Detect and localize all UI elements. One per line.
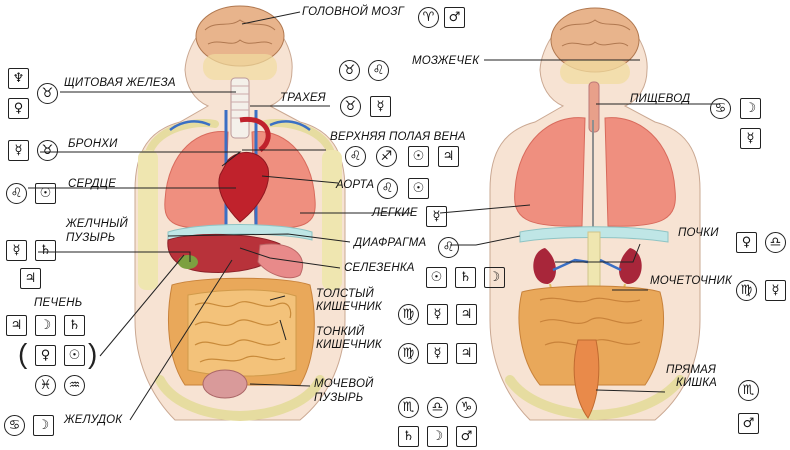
label-gallbladder-2: ПУЗЫРЬ	[66, 232, 116, 244]
leo-icon: ♌	[345, 146, 366, 167]
moon-icon: ☽	[484, 267, 505, 288]
right-colon	[518, 285, 665, 386]
right-rectum	[573, 339, 600, 419]
scorpio-icon: ♏	[398, 397, 419, 418]
label-vena-cava: ВЕРХНЯЯ ПОЛАЯ ВЕНА	[330, 131, 466, 143]
leo-icon: ♌	[368, 60, 389, 81]
virgo-icon: ♍	[736, 280, 757, 301]
taurus-icon: ♉	[37, 83, 58, 104]
taurus-icon: ♉	[37, 140, 58, 161]
aquarius-icon: ♒	[64, 375, 85, 396]
right-kidney-b	[619, 248, 642, 285]
right-lung-b	[604, 117, 676, 227]
venus-icon: ♀	[736, 232, 757, 253]
taurus-icon: ♉	[340, 96, 361, 117]
sagittarius-icon: ♐	[376, 146, 397, 167]
moon-icon: ☽	[33, 415, 54, 436]
label-diaphragm: ДИАФРАГМА	[354, 237, 427, 249]
label-stomach: ЖЕЛУДОК	[64, 414, 123, 426]
libra-icon: ♎	[427, 397, 448, 418]
label-bronchi: БРОНХИ	[68, 138, 118, 150]
mercury-icon: ☿	[426, 206, 447, 227]
label-small-intestine-1: ТОНКИЙ	[316, 326, 365, 338]
label-kidneys: ПОЧКИ	[678, 227, 719, 239]
label-colon-1: ТОЛСТЫЙ	[316, 288, 374, 300]
sun-icon: ☉	[35, 183, 56, 204]
scorpio-icon: ♏	[738, 380, 759, 401]
mars-icon: ♂	[456, 426, 477, 447]
paren-open: (	[18, 338, 28, 369]
mercury-icon: ☿	[740, 128, 761, 149]
cancer-icon: ♋	[710, 98, 731, 119]
mercury-icon: ☿	[370, 96, 391, 117]
label-spleen: СЕЛЕЗЕНКА	[344, 262, 415, 274]
label-brain: ГОЛОВНОЙ МОЗГ	[302, 6, 405, 18]
label-colon-2: КИШЕЧНИК	[316, 301, 382, 313]
right-lung-a	[514, 117, 586, 227]
label-esophagus: ПИЩЕВОД	[630, 93, 691, 105]
label-small-intestine-2: КИШЕЧНИК	[316, 339, 382, 351]
cancer-icon: ♋	[4, 415, 25, 436]
right-torso	[489, 7, 701, 421]
label-trachea: ТРАХЕЯ	[280, 92, 326, 104]
capricorn-icon: ♑	[456, 397, 477, 418]
mercury-icon: ☿	[427, 343, 448, 364]
moon-icon: ☽	[35, 315, 56, 336]
label-ureter: МОЧЕТОЧНИК	[650, 275, 732, 287]
leo-icon: ♌	[6, 183, 27, 204]
sun-icon: ☉	[426, 267, 447, 288]
mercury-icon: ☿	[6, 240, 27, 261]
mars-icon: ♂	[444, 7, 465, 28]
pisces-icon: ♓	[35, 375, 56, 396]
label-lungs: ЛЕГКИЕ	[372, 207, 418, 219]
label-rectum-2: КИШКА	[676, 377, 718, 389]
moon-icon: ☽	[427, 426, 448, 447]
mercury-icon: ☿	[427, 304, 448, 325]
label-bladder-1: МОЧЕВОЙ	[314, 378, 374, 390]
neptune-icon: ♆	[8, 68, 29, 89]
sun-icon: ☉	[408, 146, 429, 167]
jupiter-icon: ♃	[6, 315, 27, 336]
venus-icon: ♀	[35, 345, 56, 366]
label-rectum-1: ПРЯМАЯ	[666, 364, 717, 376]
left-heart	[218, 152, 270, 223]
venus-icon: ♀	[8, 98, 29, 119]
jupiter-icon: ♃	[456, 343, 477, 364]
moon-icon: ☽	[740, 98, 761, 119]
leo-icon: ♌	[438, 237, 459, 258]
sun-icon: ☉	[64, 345, 85, 366]
jupiter-icon: ♃	[20, 268, 41, 289]
saturn-icon: ♄	[64, 315, 85, 336]
mercury-icon: ☿	[765, 280, 786, 301]
left-torso	[134, 5, 346, 422]
taurus-icon: ♉	[339, 60, 360, 81]
saturn-icon: ♄	[35, 240, 56, 261]
libra-icon: ♎	[765, 232, 786, 253]
paren-close: )	[88, 338, 98, 369]
left-bladder	[202, 369, 248, 399]
leo-icon: ♌	[377, 178, 398, 199]
aries-icon: ♈	[418, 7, 439, 28]
sun-icon: ☉	[408, 178, 429, 199]
label-bladder-2: ПУЗЫРЬ	[314, 392, 364, 404]
label-thyroid: ЩИТОВАЯ ЖЕЛЕЗА	[64, 77, 176, 89]
saturn-icon: ♄	[398, 426, 419, 447]
leader-lines	[28, 11, 720, 421]
label-cerebellum: МОЗЖЕЧЕК	[412, 55, 480, 67]
jupiter-icon: ♃	[438, 146, 459, 167]
label-liver: ПЕЧЕНЬ	[34, 297, 83, 309]
virgo-icon: ♍	[398, 343, 419, 364]
label-gallbladder-1: ЖЕЛЧНЫЙ	[66, 218, 128, 230]
mars-icon: ♂	[738, 413, 759, 434]
label-heart: СЕРДЦЕ	[68, 178, 117, 190]
mercury-icon: ☿	[8, 140, 29, 161]
virgo-icon: ♍	[398, 304, 419, 325]
saturn-icon: ♄	[455, 267, 476, 288]
right-kidney-a	[533, 248, 556, 285]
jupiter-icon: ♃	[456, 304, 477, 325]
label-aorta: АОРТА	[336, 179, 375, 191]
